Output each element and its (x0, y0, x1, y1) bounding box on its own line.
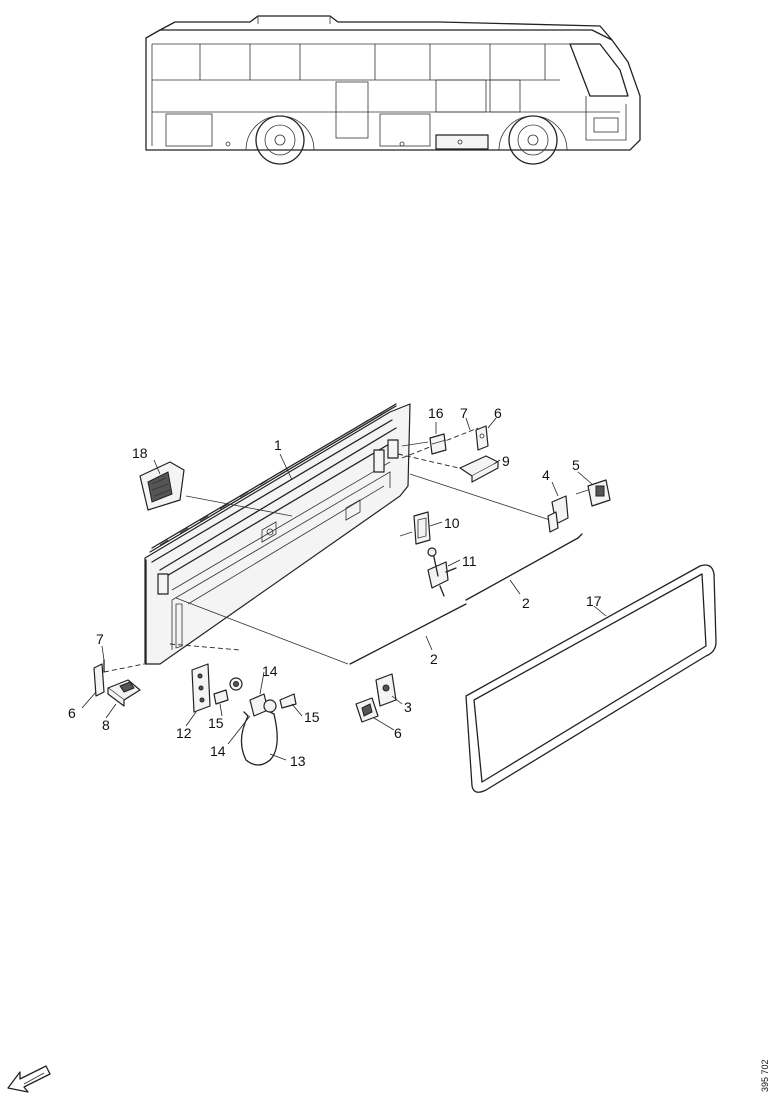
rear-wheel (255, 115, 305, 165)
front-wheel (508, 115, 558, 165)
callout-11: 11 (462, 553, 477, 569)
door-seal (465, 564, 717, 793)
callout-14-upper: 14 (262, 663, 278, 679)
callout-labels: 1 18 16 7 6 9 4 5 10 11 2 2 17 3 6 7 6 8… (68, 405, 602, 769)
callout-9: 9 (502, 453, 510, 469)
callout-6-left: 6 (68, 705, 76, 721)
callout-18: 18 (132, 445, 148, 461)
leader-lines (81, 417, 607, 761)
callout-3: 3 (404, 699, 412, 715)
callout-2-upper: 2 (522, 595, 530, 611)
latch-part-11 (427, 547, 457, 597)
lock-handle-part (139, 461, 185, 511)
bracket-part-9 (459, 455, 499, 483)
callout-6-right: 6 (394, 725, 402, 741)
guide-part-10 (413, 511, 431, 545)
callout-5: 5 (572, 457, 580, 473)
callout-16: 16 (428, 405, 444, 421)
hinge-plate-part-12 (191, 663, 211, 713)
bracket-part-8-right (355, 697, 379, 723)
callout-12: 12 (176, 725, 192, 741)
callout-1: 1 (274, 437, 282, 453)
callout-4: 4 (542, 467, 550, 483)
callout-15-right: 15 (304, 709, 320, 725)
locking-rod-upper (465, 533, 583, 601)
bus-overview (145, 15, 641, 165)
callout-6-top: 6 (494, 405, 502, 421)
callout-10: 10 (444, 515, 460, 531)
cable-assembly (213, 677, 297, 766)
callout-8: 8 (102, 717, 110, 733)
callout-7-left: 7 (96, 631, 104, 647)
callout-15-left: 15 (208, 715, 224, 731)
callout-14-lower: 14 (210, 743, 226, 759)
orientation-arrow-icon (7, 1065, 51, 1093)
callout-7-top: 7 (460, 405, 468, 421)
callout-2-lower: 2 (430, 651, 438, 667)
catch-part-5 (575, 479, 611, 507)
luggage-door-panel (144, 403, 411, 665)
lock-body-part-4 (547, 495, 569, 533)
pin-part-6-left (93, 663, 105, 697)
callout-13: 13 (290, 753, 306, 769)
drawing-reference-code: 395 702 (760, 1059, 770, 1092)
bracket-part-8-left (107, 679, 141, 707)
pin-part-6-top (475, 425, 489, 451)
striker-part-16 (429, 433, 447, 455)
callout-17: 17 (586, 593, 602, 609)
locking-rod-lower (349, 603, 467, 665)
lock-part-3 (375, 673, 397, 707)
